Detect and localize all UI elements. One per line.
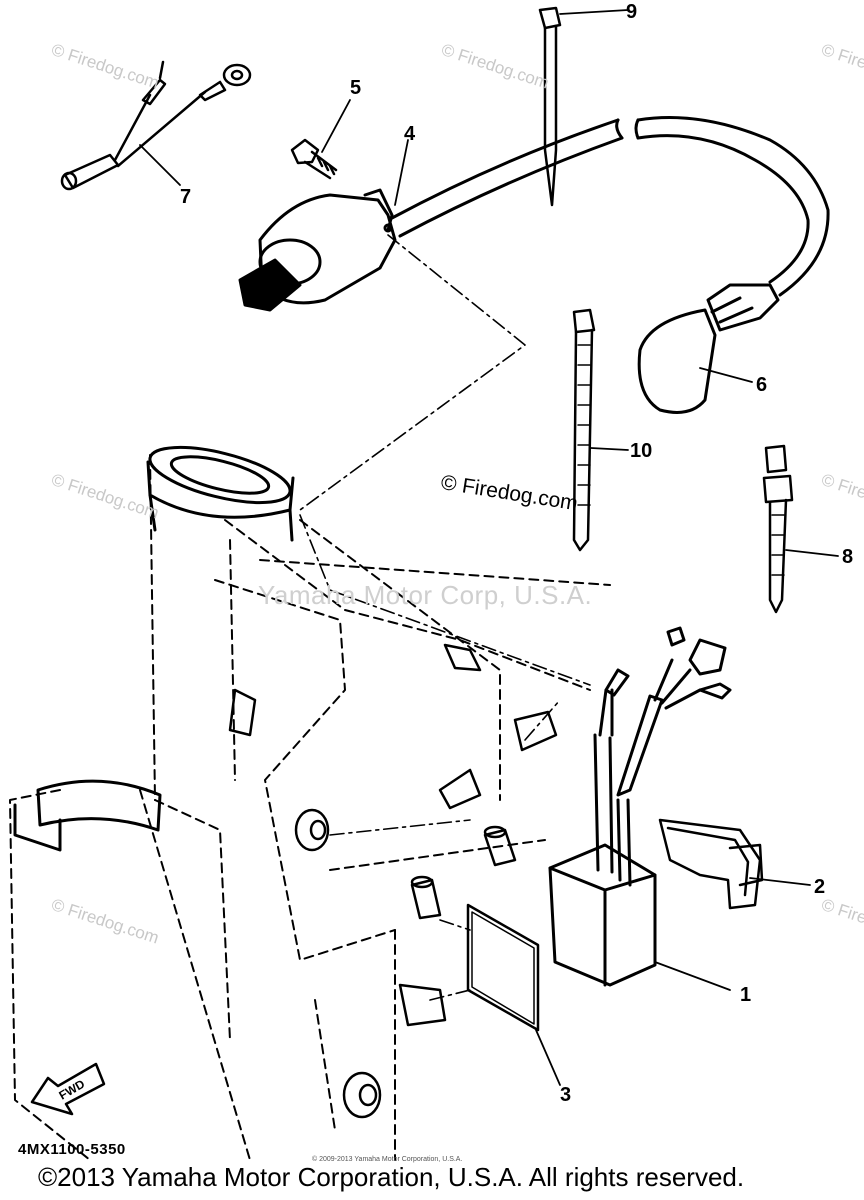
leader-lines [299,234,591,1001]
callout-5: 5 [350,77,362,99]
frame-collar [13,779,162,852]
ignition-coil [238,188,397,312]
part-code: 4MX1100-5350 [18,1141,126,1158]
callout-8: 8 [842,546,854,568]
callout-6: 6 [756,374,768,396]
fine-print: © 2009-2013 Yamaha Motor Corporation, U.… [312,1156,463,1163]
wire-lead [60,60,252,191]
frame-brackets [228,643,558,810]
bolt [290,138,338,180]
callout-4: 4 [404,123,416,145]
cable-tie-10 [572,308,596,552]
fwd-label: FWD [57,1077,88,1103]
head-tube [146,445,295,542]
spark-plug-cap [637,283,780,414]
callout-2: 2 [814,876,826,898]
fwd-arrow-icon [30,1062,106,1116]
band-8 [762,444,794,614]
cdi-pad [466,903,540,1032]
ignition-lead [390,116,830,297]
watermark-yamaha: Yamaha Motor Corp, U.S.A. [258,580,593,610]
frame-bushings [294,808,517,1119]
callout-leaders [139,9,839,1086]
cdi-unit [548,626,732,987]
callout-10: 10 [630,440,653,462]
frame [9,454,611,1161]
callout-1: 1 [740,984,752,1006]
callout-9: 9 [626,1,638,23]
cdi-bracket [658,818,764,910]
cable-tie-9 [538,6,562,207]
copyright-notice: ©2013 Yamaha Motor Corporation, U.S.A. A… [38,1162,745,1192]
callout-7: 7 [180,186,192,208]
callout-3: 3 [560,1084,572,1106]
